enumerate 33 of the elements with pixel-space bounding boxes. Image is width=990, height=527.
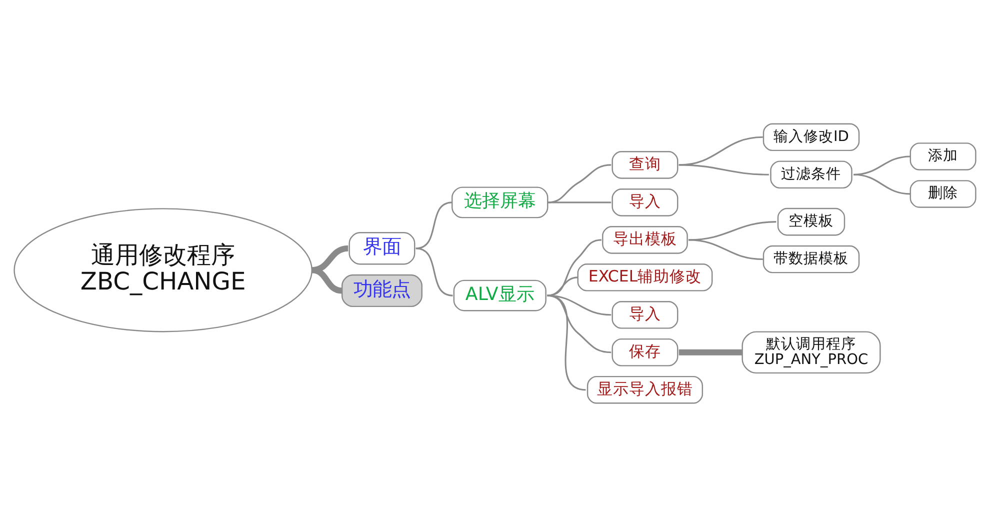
connector — [854, 156, 910, 176]
connector — [312, 245, 348, 274]
node-box: ALV显示 — [453, 280, 546, 312]
node-box: 添加 — [910, 142, 976, 170]
connector — [678, 349, 742, 356]
connector — [854, 174, 910, 195]
node-box: 显示导入报错 — [586, 376, 704, 404]
connector — [312, 267, 342, 294]
connector — [546, 294, 586, 391]
node-box: 删除 — [910, 180, 976, 208]
connector — [546, 276, 578, 296]
node-box: 输入修改ID — [762, 123, 860, 152]
node-box: 查询 — [612, 151, 678, 179]
node-box: EXCEL辅助修改 — [577, 264, 713, 292]
node-box: 界面 — [348, 232, 416, 265]
connector — [688, 239, 763, 260]
connector — [548, 164, 612, 204]
node-box: 过滤条件 — [770, 160, 852, 189]
node-box: 导入 — [612, 188, 678, 216]
connector — [678, 164, 769, 176]
connector — [548, 202, 612, 204]
node-box: 导入 — [612, 300, 678, 329]
connector — [416, 202, 452, 250]
node-box: 带数据模板 — [762, 245, 860, 274]
node-ellipse: 通用修改程序 ZBC_CHANGE — [14, 208, 312, 332]
connector — [416, 248, 453, 296]
node-box: 选择屏幕 — [452, 186, 548, 218]
node-box: 导出模板 — [602, 226, 688, 254]
node-box: 默认调用程序 ZUP_ANY_PROC — [742, 331, 881, 374]
node-box: 空模板 — [777, 208, 846, 236]
connector — [546, 239, 602, 296]
node-box: 保存 — [612, 338, 678, 366]
node-box: 功能点 — [341, 274, 422, 308]
